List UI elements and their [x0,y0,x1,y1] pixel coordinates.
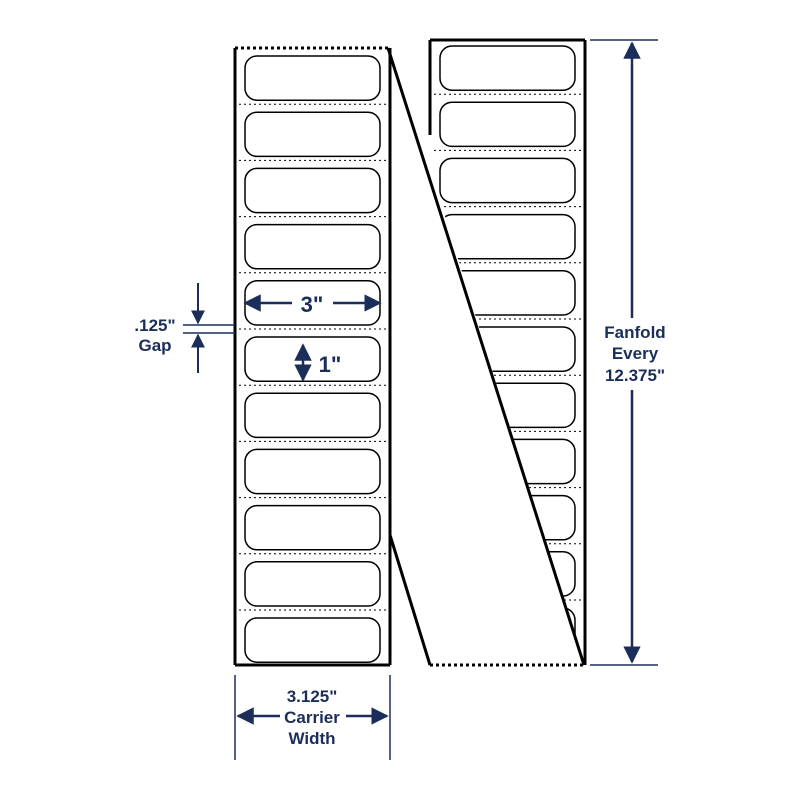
carrier-word-2-text: Width [288,729,335,748]
front-fold-label [244,167,381,214]
back-fold-label [439,45,576,91]
fanfold-word-2-text: Every [612,344,659,363]
fanfold-value-text: 12.375" [605,366,665,385]
front-fold-label [244,617,381,663]
left-label-stack [239,55,386,663]
label-height-dimension: 1" [294,343,342,382]
carrier-value-text: 3.125" [287,687,338,706]
right-label-stack [434,45,581,653]
carrier-word-1-text: Carrier [284,708,340,727]
fold-bottom-line [388,534,432,666]
gap-dimension: .125" Gap [134,283,235,373]
back-fold-label [439,607,576,653]
front-fold-label [244,504,381,551]
front-fold-label [244,561,381,607]
front-fold-label [244,448,381,495]
label-width-dimension: 3" [243,292,382,317]
front-fold-label [244,223,381,270]
back-fold-label [439,438,576,485]
fold-diagonal-line [386,47,586,666]
back-fold-label [439,101,576,148]
back-fold-label [439,494,576,541]
label-height-text: 1" [319,352,342,377]
fanfold-word-1-text: Fanfold [604,323,665,342]
label-width-text: 3" [301,292,324,317]
front-fold-label [244,392,381,439]
gap-word-text: Gap [138,336,171,355]
back-fold-panel [428,38,587,667]
back-fold-label [439,213,576,260]
front-fold-label [244,336,381,382]
gap-value-text: .125" [134,316,175,335]
back-fold-label [439,157,576,204]
fanfold-dimension: Fanfold Every 12.375" [590,39,666,666]
front-fold-label [244,111,381,158]
back-fold-label [439,326,576,372]
front-fold-label [244,55,381,101]
front-fold-panel [233,46,392,667]
carrier-width-dimension: 3.125" Carrier Width [234,675,391,760]
